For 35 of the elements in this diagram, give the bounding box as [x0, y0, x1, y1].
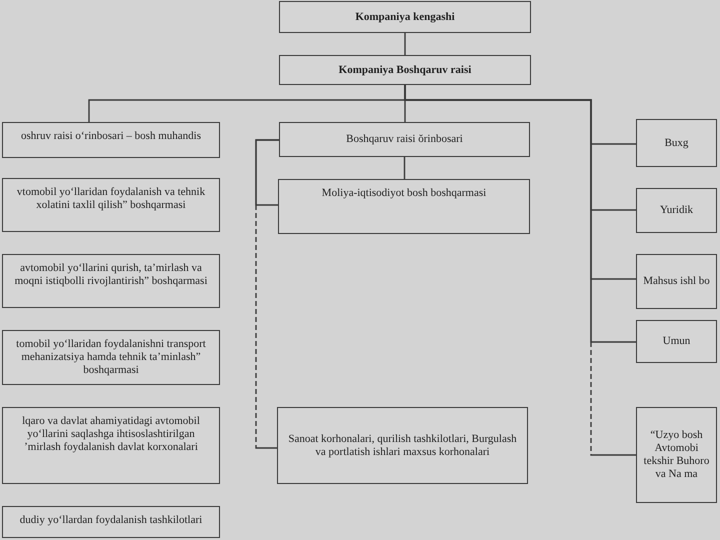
org-unit-box — [278, 179, 530, 234]
unit-name: Boshqaruv raisi ŏrinbosari — [346, 133, 463, 146]
org-unit-box — [636, 254, 717, 309]
unit-name: Mahsus ishl bo — [643, 275, 710, 288]
unit-name: Buxg — [664, 136, 688, 150]
unit-name: tomobil yo‘llaridan foydalanishni transport mehanizatsiya hamda tehnik ta’minlash” boshqarmasi — [15, 338, 207, 377]
org-unit-box — [279, 1, 531, 33]
unit-name: Kompaniya Boshqaruv raisi — [338, 64, 472, 76]
unit-name: oshruv raisi o‘rinbosari – bosh muhandis — [21, 130, 201, 143]
unit-name: Kompaniya kengashi — [355, 10, 455, 24]
unit-name: Umun — [662, 335, 690, 348]
unit-name: vtomobil yo‘llaridan foydalanish va tehnik xolatini taxlil qilish” boshqarmasi — [16, 186, 206, 212]
unit-name: Yuridik — [660, 204, 693, 217]
org-unit-box — [2, 122, 220, 158]
unit-name: Moliya-iqtisodiyot bosh boshqarmasi — [322, 187, 486, 200]
unit-name: lqaro va davlat ahamiyatidagi avtomobil yo‘llarini saqlashga ihtisoslashtirilgan ’mirlash foydalanish davlat korxonalari — [21, 415, 201, 454]
org-unit-box — [2, 407, 220, 484]
unit-name: Sanoat korhonalari, qurilish tashkilotlari, Burgulash va portlatish ishlari maxsus korhonalari — [287, 432, 518, 458]
org-unit-box — [636, 188, 717, 233]
org-unit-box — [279, 122, 530, 157]
unit-name: “Uzyo bosh Avtomobi tekshir Buhoro va Na ma — [642, 429, 710, 481]
org-unit-box — [2, 254, 220, 308]
org-unit-box — [277, 407, 528, 484]
unit-name: dudiy yo‘llardan foydalanish tashkilotlari — [20, 514, 202, 527]
org-unit-box — [2, 330, 220, 385]
connector-line — [404, 157, 406, 179]
org-unit-box — [2, 506, 220, 538]
org-unit-box — [636, 320, 717, 363]
org-unit-box — [636, 119, 717, 167]
unit-name: avtomobil yo‘llarini qurish, ta’mirlash va moqni istiqbolli rivojlantirish” boshqarmasi — [14, 262, 208, 288]
connector-line — [404, 33, 406, 55]
org-unit-box — [2, 178, 220, 232]
org-unit-box — [279, 55, 531, 85]
org-unit-box — [636, 407, 717, 503]
dashed-connector-line — [255, 139, 279, 449]
